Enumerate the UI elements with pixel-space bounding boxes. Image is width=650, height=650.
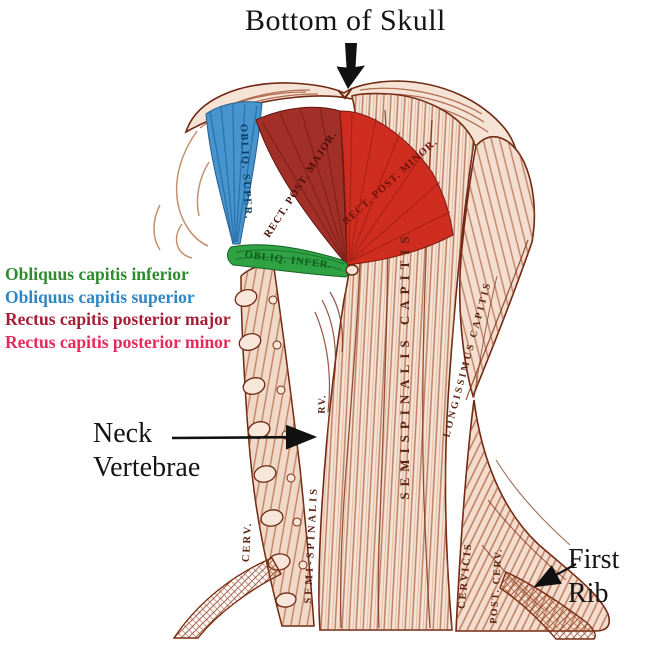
obliquus-inferior-muscle [227, 244, 350, 278]
legend-item-obliquus-inferior: Obliquus capitis inferior [5, 264, 189, 284]
skull-midline-notch [337, 87, 353, 100]
axis-spinous-knot [345, 264, 359, 276]
muscle-legend: Obliquus capitis inferior Obliquus capit… [5, 263, 231, 353]
legend-item-rectus-major: Rectus capitis posterior major [5, 309, 231, 330]
annotation-arrows [171, 43, 577, 588]
neck-annotation: Neck Vertebrae [93, 417, 200, 485]
rib-annotation: First Rib [568, 543, 619, 611]
post-cerv-label: POST. CERV. [488, 547, 504, 624]
semispinalis-capitis-label: SEMISPINALIS CAPITIS [397, 230, 412, 499]
rv-label: RV. [316, 394, 328, 414]
skull-arrow [336, 43, 365, 89]
legend-item-obliquus-superior: Obliquus capitis superior [5, 286, 195, 307]
rib-arrow [533, 563, 577, 588]
neck-annotation-line2: Vertebrae [93, 452, 201, 483]
vertebral-column [234, 264, 344, 627]
spinous-processes [234, 289, 297, 608]
muscle-overlays [205, 101, 454, 278]
legend-item-rectus-minor: Rectus capitis posterior minor [5, 331, 231, 352]
cerv-label: CERV. [241, 521, 254, 562]
skull-annotation: Bottom of Skull [245, 4, 446, 37]
nuchal-arch-lines [314, 291, 344, 413]
rib-annotation-line1: First [568, 544, 620, 575]
rib-annotation-line2: Rib [568, 578, 609, 609]
first-rib-band [499, 571, 596, 640]
ear-sketch [153, 130, 210, 259]
neck-arrow [171, 424, 318, 450]
right-skull-lobe [458, 135, 536, 401]
semi-spinalis-label: SEMI-SPINALIS [303, 486, 320, 604]
rectus-minor-muscle [339, 110, 454, 266]
neck-annotation-line1: Neck [93, 418, 153, 449]
obliquus-inferior-fibers [234, 249, 345, 271]
rectus-minor-fibers [348, 111, 451, 263]
obliq-super-text: OBLIQ. SUPER. [237, 124, 253, 221]
rectus-major-fibers [261, 106, 348, 266]
scapular-spine-band [172, 557, 282, 639]
obliquus-superior-fibers [209, 103, 258, 245]
